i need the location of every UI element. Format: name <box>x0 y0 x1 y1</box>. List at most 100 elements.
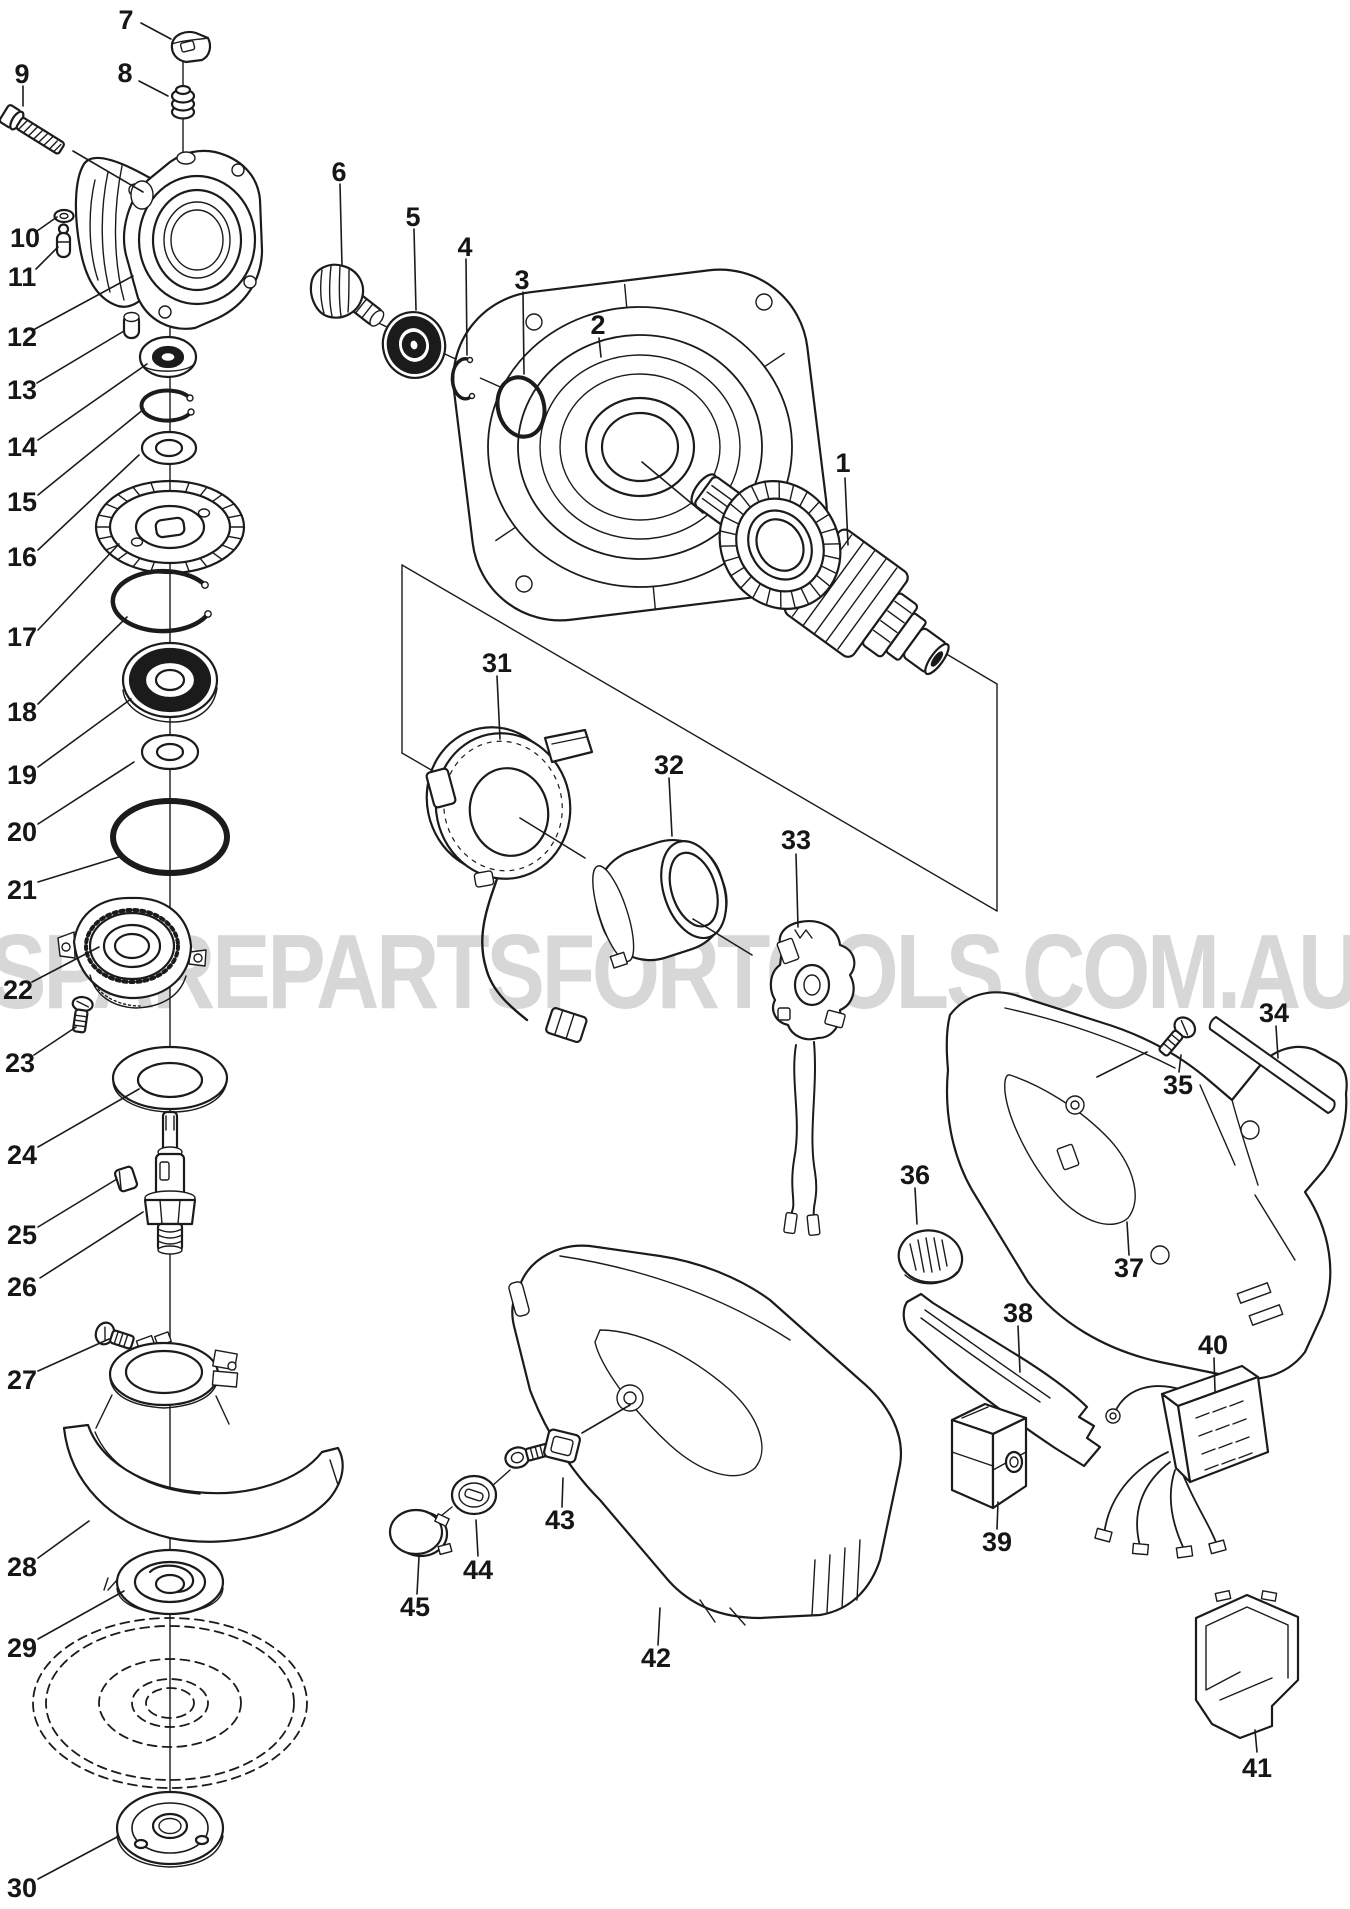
diagram-line <box>132 557 141 568</box>
diagram-line <box>795 853 799 928</box>
part-40-controller-drawing <box>1094 1364 1270 1559</box>
diagram-line <box>914 1187 918 1225</box>
part-label-22: 22 <box>3 975 33 1005</box>
diagram-line <box>221 503 235 510</box>
diagram-line <box>36 216 58 232</box>
diagram-line <box>199 486 208 497</box>
part-label-35: 35 <box>1163 1070 1193 1100</box>
diagram-line <box>723 556 741 563</box>
diagram-line <box>37 761 135 825</box>
part-label-45: 45 <box>400 1592 430 1622</box>
part-label-14: 14 <box>7 432 37 462</box>
part-24-flat-ring-drawing <box>111 1045 229 1113</box>
diagram-line <box>942 651 998 685</box>
diagram-line <box>339 183 343 267</box>
part-10-ring-drawing <box>53 208 75 224</box>
diagram-line <box>37 1520 90 1559</box>
diagram-line <box>815 574 831 588</box>
part-label-3: 3 <box>514 265 529 295</box>
part-label-32: 32 <box>654 750 684 780</box>
diagram-line <box>764 481 770 500</box>
diagram-line <box>31 946 100 983</box>
diagram-line <box>1096 1051 1148 1078</box>
diagram-line <box>623 283 628 309</box>
part-label-28: 28 <box>7 1552 37 1582</box>
diagram-line <box>1275 1025 1279 1059</box>
diagram-line <box>211 493 224 503</box>
diagram-line <box>1178 1054 1182 1073</box>
part-label-39: 39 <box>982 1527 1012 1557</box>
part-label-24: 24 <box>7 1140 37 1170</box>
diagram-line <box>37 1836 118 1880</box>
diagram-line <box>820 565 838 575</box>
diagram-line <box>752 582 761 599</box>
part-8-spring-drawing <box>170 84 196 120</box>
part-45-cap-drawing <box>388 1508 453 1558</box>
diagram-line <box>475 1519 479 1557</box>
part-label-30: 30 <box>7 1873 37 1903</box>
diagram-line <box>97 514 113 519</box>
part-label-31: 31 <box>482 648 512 678</box>
part-label-16: 16 <box>7 542 37 572</box>
part-35-screw-drawing <box>1158 1016 1197 1057</box>
diagram-line <box>722 515 740 525</box>
diagram-line <box>844 477 849 546</box>
part-label-13: 13 <box>7 375 37 405</box>
diagram-line <box>789 484 795 503</box>
diagram-line <box>39 1211 144 1279</box>
part-label-29: 29 <box>7 1633 37 1663</box>
part-label-2: 2 <box>590 310 605 340</box>
diagram-line <box>814 513 830 524</box>
diagram-line <box>807 501 821 515</box>
part-label-18: 18 <box>7 697 37 727</box>
diagram-line <box>35 246 59 270</box>
part-14-bearing-drawing <box>138 335 198 379</box>
diagram-line <box>496 675 501 740</box>
part-36-slide-button-drawing <box>897 1229 964 1285</box>
part-9-bolt-drawing <box>0 104 65 155</box>
part-21-o-ring-drawing <box>110 798 230 876</box>
diagram-line <box>116 493 129 503</box>
diagram-line <box>184 481 190 493</box>
part-20-washer-drawing <box>140 733 200 771</box>
part-23-screw-drawing <box>71 995 94 1034</box>
part-33-end-assembly-drawing <box>769 920 856 1236</box>
diagram-line <box>657 1607 661 1646</box>
diagram-line <box>808 582 822 598</box>
diagram-line <box>561 1477 564 1508</box>
part-29-inner-flange-drawing <box>103 1548 225 1616</box>
diagram-line <box>1017 1325 1021 1373</box>
diagram-line <box>138 80 169 97</box>
diagram-line <box>105 503 119 510</box>
diagram-line <box>116 551 129 561</box>
diagram-line <box>416 1556 420 1595</box>
part-label-26: 26 <box>7 1272 37 1302</box>
diagram-line <box>140 22 172 40</box>
part-label-8: 8 <box>117 58 132 88</box>
part-label-37: 37 <box>1114 1253 1144 1283</box>
diagram-line <box>37 1590 125 1640</box>
part-label-6: 6 <box>331 157 346 187</box>
diagram-line <box>37 454 140 551</box>
diagram-line <box>401 564 998 912</box>
part-3-o-ring-drawing <box>495 375 547 439</box>
diagram-line <box>519 817 586 859</box>
diagram-line <box>739 575 753 589</box>
part-38-switch-lever-drawing <box>902 1292 1102 1468</box>
part-label-17: 17 <box>7 622 37 652</box>
part-15-circlip-drawing <box>139 388 195 423</box>
part-label-33: 33 <box>781 825 811 855</box>
diagram-line <box>641 461 704 514</box>
part-37-housing-right-drawing <box>945 991 1348 1380</box>
diagram-line <box>822 554 841 560</box>
leader-lines <box>22 22 1279 1880</box>
diagram-line <box>652 585 657 611</box>
part-label-15: 15 <box>7 487 37 517</box>
part-label-42: 42 <box>641 1643 671 1673</box>
part-4-circlip-drawing <box>450 356 476 401</box>
subassembly-frame <box>401 564 998 912</box>
diagram-line <box>37 363 148 441</box>
diagram-line <box>750 485 760 503</box>
